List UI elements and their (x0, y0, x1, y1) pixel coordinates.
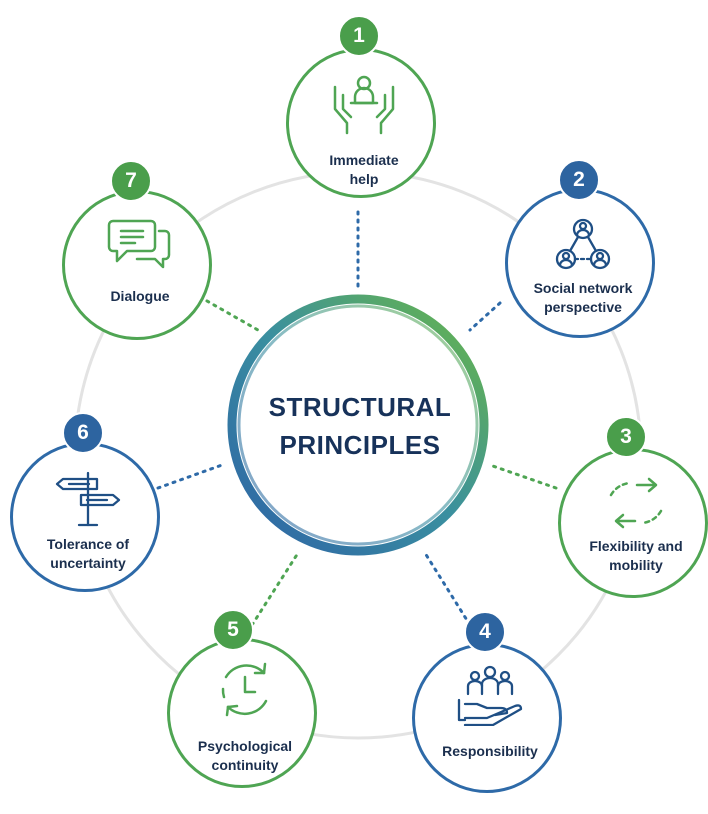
hands-holding-person-icon (329, 73, 399, 135)
principle-node-4: Responsibility (412, 643, 562, 793)
principle-badge-3: 3 (605, 416, 647, 458)
principle-label-3-line2: mobility (609, 557, 663, 573)
connector-2 (468, 301, 502, 332)
connector-4 (423, 551, 472, 627)
network-people-icon (548, 213, 618, 275)
principle-badge-7: 7 (110, 160, 152, 202)
principle-label-5-line1: Psychological (197, 738, 293, 754)
principle-node-3: Flexibility and mobility (558, 448, 708, 598)
principle-label-7-line1: Dialogue (110, 288, 170, 304)
principle-badge-6: 6 (62, 412, 104, 454)
signpost-icon (53, 469, 123, 531)
principle-label-6-line2: uncertainty (50, 555, 126, 571)
center-ring-inner (237, 304, 479, 546)
principle-label-5-line2: continuity (211, 757, 279, 773)
principle-label-6-line1: Tolerance of (46, 536, 130, 552)
principle-node-5: Psychological continuity (167, 638, 317, 788)
center-title: STRUCTURAL PRINCIPLES (260, 388, 460, 464)
center-title-line1: STRUCTURAL (268, 392, 452, 422)
hand-holding-people-icon (455, 664, 525, 727)
principle-label-4: Responsibility (425, 742, 555, 761)
principle-label-2-line2: perspective (544, 299, 622, 315)
center-fill (224, 291, 492, 559)
principle-node-6: Tolerance of uncertainty (10, 442, 160, 592)
principle-badge-5: 5 (212, 609, 254, 651)
connector-6 (156, 463, 224, 490)
principle-label-3-line1: Flexibility and (589, 538, 683, 554)
principle-badge-2: 2 (558, 159, 600, 201)
principle-label-1: Immediate help (299, 151, 429, 189)
principle-node-1: Immediate help (286, 48, 436, 198)
connector-7 (198, 295, 260, 332)
principle-node-2: Social network perspective (505, 188, 655, 338)
principle-label-1-line1: Immediate (329, 152, 399, 168)
center-title-line2: PRINCIPLES (279, 430, 441, 460)
clock-cycle-icon (210, 659, 280, 721)
principle-label-2-line1: Social network (533, 280, 633, 296)
connector-5 (250, 551, 300, 627)
principle-node-7: Dialogue (62, 190, 212, 340)
principle-label-6: Tolerance of uncertainty (23, 535, 153, 573)
principle-badge-1: 1 (338, 15, 380, 57)
principle-label-3: Flexibility and mobility (571, 537, 701, 575)
principle-label-7: Dialogue (75, 287, 205, 306)
principle-label-4-line1: Responsibility (442, 743, 538, 759)
speech-bubbles-icon (105, 213, 175, 275)
connector-3 (488, 463, 558, 490)
principle-label-2: Social network perspective (518, 279, 648, 317)
exchange-arrows-icon (601, 473, 671, 535)
principle-badge-4: 4 (464, 611, 506, 653)
principle-label-5: Psychological continuity (180, 737, 310, 775)
center-ring (227, 294, 489, 556)
principle-label-1-line2: help (349, 171, 379, 187)
connectors (156, 210, 558, 627)
